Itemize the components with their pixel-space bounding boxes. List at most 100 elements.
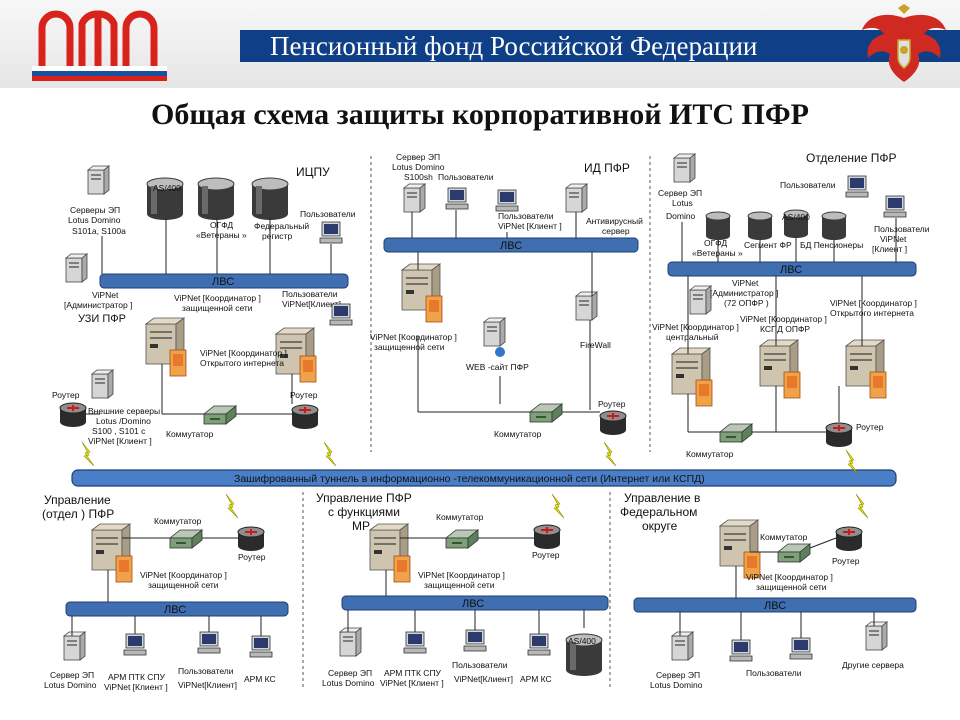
otd-ogfd-2: «Ветераны » [692,248,743,258]
upr1-lan-label: ЛВС [164,604,186,616]
upr1-router-label: Роутер [238,552,266,562]
upr1-vipnet-coord-1: ViPNet [Координатор ] [140,570,227,580]
upr2-vipnet-coord-2: защищенной сети [424,580,495,590]
upr3-title-2: Федеральном [620,505,697,519]
upr3-vipnet-coord-2: защищенной сети [756,582,827,592]
idpfr-firewall-label: FireWall [580,340,611,350]
otd-users-client-1: Пользователи [874,224,930,234]
iscpu-router-right-label: Роутер [290,390,318,400]
otd-segment-fr: Сегмент ФР [744,240,792,250]
upr1-switch-label: Коммутатор [154,516,202,526]
iscpu-ext-servers-1: Внешние серверы [88,406,160,416]
upr2-title-2: с функциями [328,505,400,519]
upr1-arm-ptk-2: ViPNet [Клиент ] [104,682,168,692]
iscpu-router-left-label: Роутер [52,390,80,400]
upr2-lan-label: ЛВС [462,598,484,610]
iscpu-ogfd-label-1: ОГФД [210,220,233,230]
header-stripe [240,30,960,62]
upr2-arm-ks: АРМ КС [520,674,552,684]
iscpu-users-client-2: ViPNet[Клиент] [282,299,341,309]
header-title: Пенсионный фонд Российской Федерации [270,31,758,61]
idpfr-antivirus-1: Антивирусный [586,216,643,226]
iscpu-lan-label: ЛВС [212,276,234,288]
network-diagram: ИЦПУ Серверы ЭП Lotus Domino S101a, S100… [42,151,930,692]
otd-vipnet-coord-open-1: ViPNet [Координатор ] [830,298,917,308]
iscpu-vipnet-coord-protected-2: защищенной сети [182,303,253,313]
tunnel-label: Зашифрованный туннель в информационно -т… [234,473,705,485]
upr3-switch-label: Коммутатор [760,532,808,542]
iscpu-vipnet-coord-open-2: Открытого интернета [200,358,284,368]
idpfr-users-client-1: Пользователи [498,211,554,221]
otd-router-label: Роутер [856,422,884,432]
iscpu-servers-label-1: Серверы ЭП [70,205,120,215]
upr3-users: Пользователи [746,668,802,678]
upr2-users-1: Пользователи [452,660,508,670]
iscpu-users-label: Пользователи [300,209,356,219]
iscpu-ext-servers-3: S100 , S101 с [92,426,146,436]
iscpu-servers-label-2: Lotus Domino [68,215,121,225]
upr1-server-ep-2: Lotus Domino [44,680,97,690]
iscpu-users-client-1: Пользователи [282,289,338,299]
upr3-router-label: Роутер [832,556,860,566]
upr3-server-ep-1: Сервер ЭП [656,670,700,680]
otd-vipnet-coord-open-2: Открытого интернета [830,308,914,318]
iscpu-vipnet-coord-protected-1: ViPNet [Координатор ] [174,293,261,303]
idpfr-vipnet-coord-1: ViPNet [Координатор ] [370,332,457,342]
iscpu-servers-label-3: S101a, S100a [72,226,126,236]
idpfr-router-label: Роутер [598,399,626,409]
upr2-server-ep-2: Lotus Domino [322,678,375,688]
upr3-vipnet-coord-1: ViPNet [Координатор ] [746,572,833,582]
iscpu-title: ИЦПУ [296,165,330,179]
upr3-server-ep-2: Lotus Domino [650,680,703,690]
iscpu-vipnet-coord-open-1: ViPNet [Координатор ] [200,348,287,358]
upr1-users-2: ViPNet[Клиент] [178,680,237,690]
idpfr-users-label: Пользователи [438,172,494,182]
iscpu-switch-label: Коммутатор [166,429,214,439]
otd-as400-label: AS/400 [782,212,810,222]
upr2-users-2: ViPNet[Клиент] [454,674,513,684]
otd-vipnet-coord-kspd-2: КСПД ОПФР [760,324,810,334]
upr2-server-ep-1: Сервер ЭП [328,668,372,678]
iscpu-vipnet-admin-2: [Администратор ] [64,300,132,310]
upr3-lan-label: ЛВС [764,600,786,612]
upr1-users-1: Пользователи [178,666,234,676]
otd-bd-pens: БД Пенсионеры [800,240,863,250]
otd-vipnet-admin-2: [Администратор ] [710,288,778,298]
otd-server-ep-2: Lotus [672,198,693,208]
idpfr-server-ep-1: Сервер ЭП [396,152,440,162]
upr3-other-servers: Другие сервера [842,660,904,670]
iscpu-ogfd-label-2: «Ветераны » [196,230,247,240]
idpfr-lan-label: ЛВС [500,240,522,252]
iscpu-ext-servers-2: Lotus /Domino [96,416,151,426]
upr2-vipnet-coord-1: ViPNet [Координатор ] [418,570,505,580]
upr2-router-label: Роутер [532,550,560,560]
upr2-title-3: МР [352,519,370,533]
upr1-server-ep-1: Сервер ЭП [50,670,94,680]
idpfr-server-ep-2: Lotus Domino [392,162,445,172]
upr2-switch-label: Коммутатор [436,512,484,522]
upr1-title-1: Управление [44,493,111,507]
otd-users-client-2: ViPNet [880,234,907,244]
iscpu-fedreg-label-1: Федеральный [254,221,309,231]
otd-vipnet-coord-central-1: ViPNet [Координатор ] [652,322,739,332]
otd-server-ep-3: Domino [666,211,696,221]
iscpu-vipnet-admin-1: ViPNet [92,290,119,300]
idpfr-title: ИД ПФР [584,161,630,175]
pfr-logo-icon [32,10,167,81]
otd-title: Отделение ПФР [806,151,896,165]
upr2-arm-ptk-2: ViPNet [Клиент ] [380,678,444,688]
otd-vipnet-coord-central-2: центральный [666,332,719,342]
otd-ogfd-1: ОГФД [704,238,727,248]
upr2-as400-label: AS/400 [568,636,596,646]
uzi-pfr-label: УЗИ ПФР [78,313,126,325]
idpfr-users-client-2: ViPNet [Клиент ] [498,221,562,231]
upr3-title-1: Управление в [624,491,700,505]
otd-users-client-3: [Клиент ] [872,244,907,254]
otd-server-ep-1: Сервер ЭП [658,188,702,198]
page-title: Общая схема защиты корпоративной ИТС ПФР [151,98,809,131]
iscpu-fedreg-label-2: регистр [262,231,292,241]
idpfr-server-ep-3: S100sh [404,172,433,182]
otd-users-label: Пользователи [780,180,836,190]
otd-lan-label: ЛВС [780,264,802,276]
upr1-arm-ptk-1: АРМ ПТК СПУ [108,672,166,682]
